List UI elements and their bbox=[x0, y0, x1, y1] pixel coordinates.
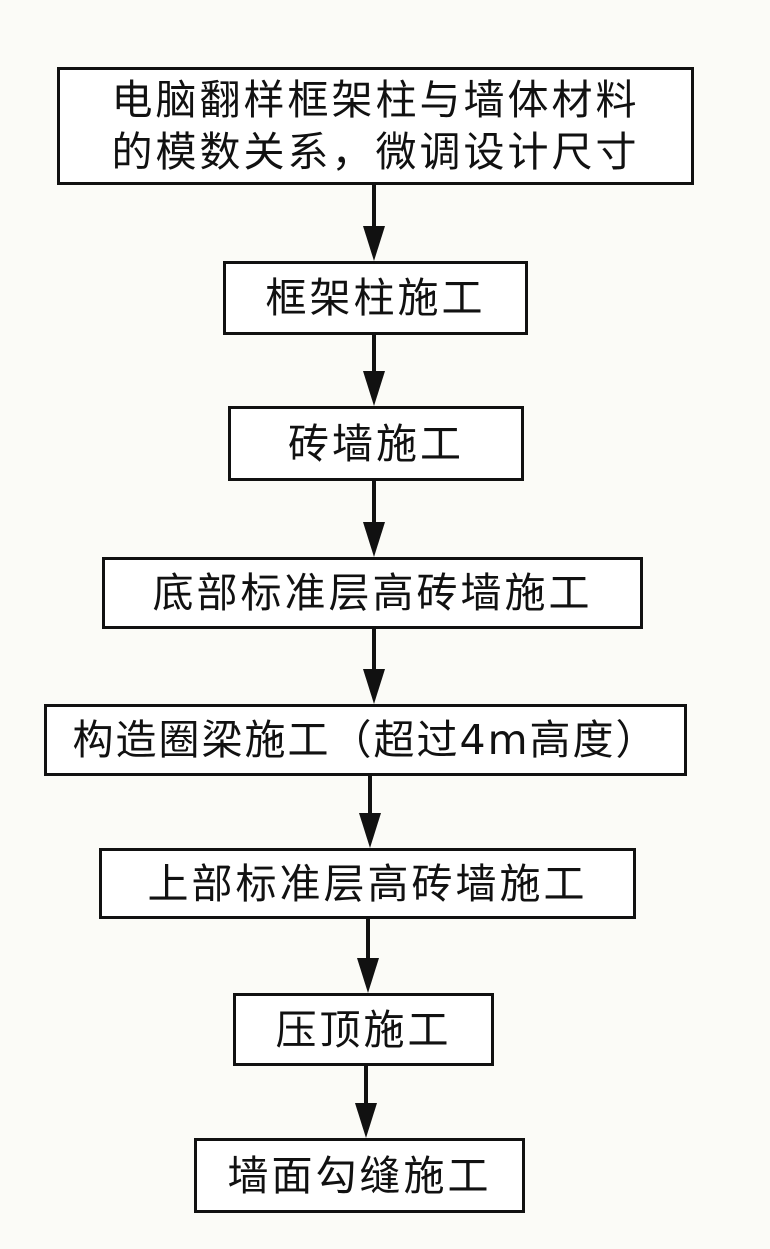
flowchart-step-2: 框架柱施工 bbox=[223, 261, 528, 335]
arrow-step-4-to-5 bbox=[363, 629, 385, 704]
step-6-label: 上部标准层高砖墙施工 bbox=[147, 859, 588, 908]
step-5-label: 构造圈梁施工（超过4m高度） bbox=[72, 716, 659, 764]
step-7-label: 压顶施工 bbox=[275, 1005, 452, 1054]
arrow-step-7-to-8 bbox=[355, 1066, 377, 1138]
arrow-step-2-to-3 bbox=[363, 335, 385, 406]
flowchart-step-6: 上部标准层高砖墙施工 bbox=[99, 848, 636, 919]
flowchart-step-1: 电脑翻样框架柱与墙体材料 的模数关系，微调设计尺寸 bbox=[57, 67, 694, 185]
step-2-label: 框架柱施工 bbox=[265, 274, 486, 322]
step-3-label: 砖墙施工 bbox=[288, 419, 464, 468]
flowchart-step-8: 墙面勾缝施工 bbox=[194, 1138, 525, 1213]
flowchart-step-4: 底部标准层高砖墙施工 bbox=[102, 557, 643, 629]
flowchart-step-7: 压顶施工 bbox=[233, 993, 494, 1066]
arrow-step-3-to-4 bbox=[363, 481, 385, 557]
arrow-step-6-to-7 bbox=[357, 919, 379, 993]
flowchart-step-5: 构造圈梁施工（超过4m高度） bbox=[44, 704, 687, 776]
step-4-label: 底部标准层高砖墙施工 bbox=[152, 569, 593, 617]
step-8-label: 墙面勾缝施工 bbox=[227, 1151, 492, 1200]
step-1-line-1: 电脑翻样框架柱与墙体材料 bbox=[111, 76, 640, 124]
arrow-step-1-to-2 bbox=[363, 185, 385, 261]
arrow-step-5-to-6 bbox=[359, 776, 381, 848]
step-1-line-2: 的模数关系，微调设计尺寸 bbox=[111, 128, 640, 176]
flowchart-step-3: 砖墙施工 bbox=[228, 406, 524, 481]
